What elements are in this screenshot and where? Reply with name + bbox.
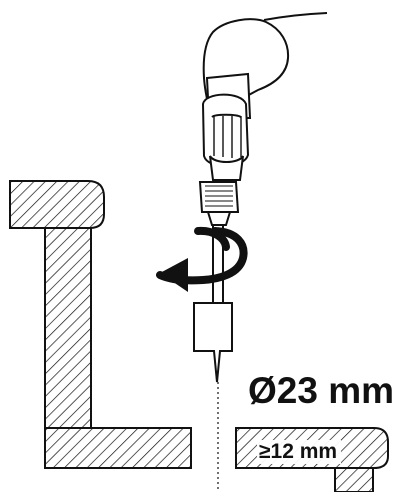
rotation-arrow-icon (156, 226, 248, 292)
power-drill-icon (198, 12, 328, 226)
left-frame (9, 180, 192, 469)
hole-diameter-label: Ø23 mm (248, 370, 395, 411)
spade-bit-icon (193, 224, 233, 492)
right-board (235, 427, 389, 492)
board-thickness-label: ≥12 mm (259, 440, 338, 463)
